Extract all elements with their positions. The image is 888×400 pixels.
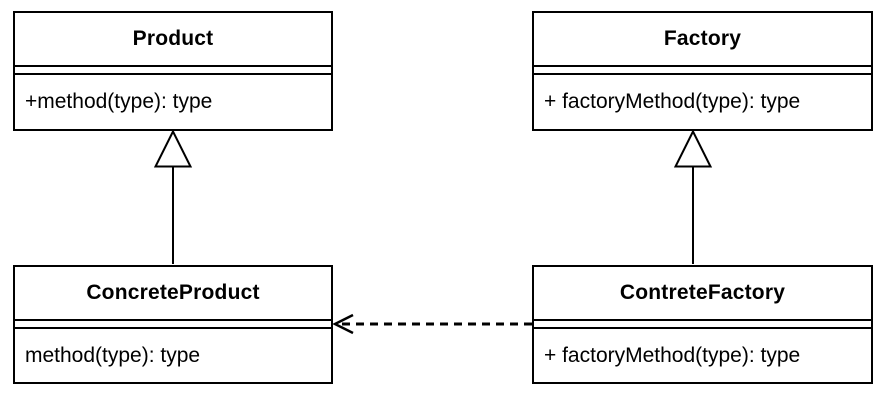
method-label: method(type): type [25, 343, 201, 367]
methods-compartment: + factoryMethod(type): type [534, 75, 871, 129]
attributes-compartment-empty [534, 67, 871, 75]
class-title: Product [15, 13, 331, 67]
class-box-product: Product +method(type): type [13, 11, 333, 131]
attributes-compartment-empty [15, 321, 331, 329]
method-label: +method(type): type [25, 90, 213, 113]
dependency-arrow-contretefactory-to-concreteproduct [332, 313, 532, 335]
class-title: ContreteFactory [534, 267, 871, 321]
generalization-arrow-contretefactory-to-factory [673, 129, 713, 264]
methods-compartment: method(type): type [15, 329, 331, 382]
class-title: ConcreteProduct [15, 267, 331, 321]
class-box-contrete-factory: ContreteFactory + factoryMethod(type): t… [532, 265, 873, 384]
class-box-concrete-product: ConcreteProduct method(type): type [13, 265, 333, 384]
methods-compartment: +method(type): type [15, 75, 331, 129]
attributes-compartment-empty [15, 67, 331, 75]
generalization-arrow-concreteproduct-to-product [153, 129, 193, 264]
methods-compartment: + factoryMethod(type): type [534, 329, 871, 382]
class-box-factory: Factory + factoryMethod(type): type [532, 11, 873, 131]
method-label: + factoryMethod(type): type [544, 343, 801, 367]
attributes-compartment-empty [534, 321, 871, 329]
class-title: Factory [534, 13, 871, 67]
method-label: + factoryMethod(type): type [544, 90, 801, 113]
